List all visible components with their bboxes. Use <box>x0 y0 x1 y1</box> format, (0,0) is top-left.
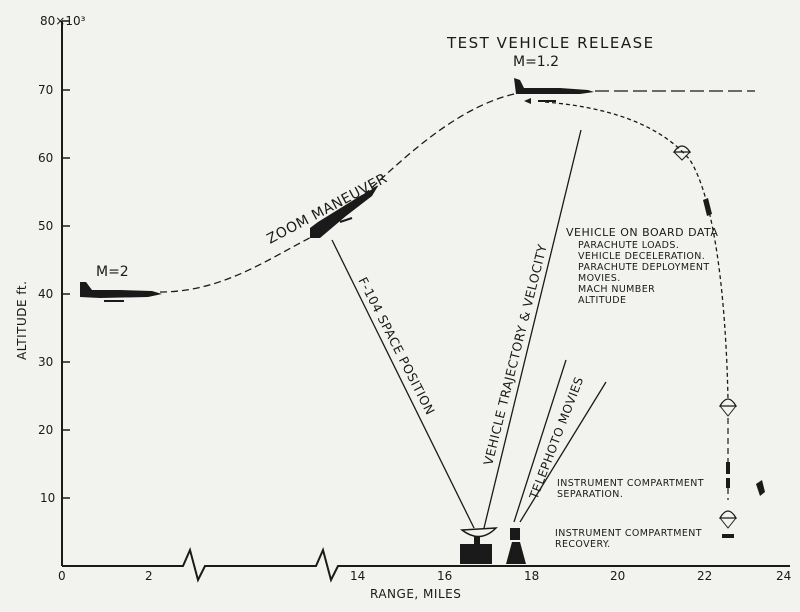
recovered-compartment-icon <box>722 534 734 538</box>
mach-1-2-label: M=1.2 <box>513 54 559 70</box>
onboard-item: VEHICLE DECELERATION. <box>578 251 705 262</box>
radar-dish-icon <box>459 527 498 564</box>
y-tick-60: 60 <box>38 151 53 165</box>
y-tick-50: 50 <box>38 219 53 233</box>
telephoto-line <box>519 381 607 523</box>
vehicle-descent-path <box>544 101 729 401</box>
onboard-item: ALTITUDE <box>578 295 626 306</box>
onboard-item: PARACHUTE LOADS. <box>578 240 679 251</box>
zoom-maneuver-label: ZOOM MANEUVER <box>264 170 390 247</box>
mach-2-label: M=2 <box>96 264 129 280</box>
f104-space-position-label: F-104 SPACE POSITION <box>355 275 438 418</box>
aircraft-icon <box>80 282 162 302</box>
parachute-icon <box>672 145 692 161</box>
aircraft-icon <box>514 78 594 104</box>
parachute-icon <box>718 398 738 417</box>
climb-flight-path <box>159 90 531 293</box>
onboard-data-heading: VEHICLE ON BOARD DATA <box>566 226 718 239</box>
separated-part-icon <box>756 480 765 496</box>
x-axis-line-with-breaks <box>62 546 790 583</box>
x-tick-16: 16 <box>437 569 452 583</box>
y-axis-label: ALTITUDE ft. <box>15 281 29 360</box>
y-top-label: 80×10³ <box>40 14 86 28</box>
instrument-compartment-icon <box>726 462 730 474</box>
separation-label-line2: SEPARATION. <box>557 489 623 500</box>
y-tick-10: 10 <box>40 491 55 505</box>
x-axis-label: RANGE, MILES <box>370 587 461 601</box>
recovery-label-line2: RECOVERY. <box>555 539 611 550</box>
x-tick-14: 14 <box>350 569 365 583</box>
x-tick-20: 20 <box>610 569 625 583</box>
telephoto-camera-icon <box>506 528 526 564</box>
onboard-item: MOVIES. <box>578 273 621 284</box>
axes <box>61 20 790 583</box>
aircraft-icon <box>310 186 378 238</box>
x-tick-22: 22 <box>697 569 712 583</box>
separation-label-line1: INSTRUMENT COMPARTMENT <box>557 478 704 489</box>
recovery-label-line1: INSTRUMENT COMPARTMENT <box>555 528 702 539</box>
y-tick-30: 30 <box>38 355 53 369</box>
y-tick-40: 40 <box>38 287 53 301</box>
vehicle-tracking-line <box>483 129 582 529</box>
f104-tracking-line <box>331 239 475 529</box>
parachute-icon <box>718 510 738 529</box>
onboard-item: PARACHUTE DEPLOYMENT <box>578 262 710 273</box>
instrument-compartment-icon <box>726 478 730 488</box>
diagram-title: TEST VEHICLE RELEASE <box>446 34 655 52</box>
telephoto-line <box>513 359 567 523</box>
y-tick-20: 20 <box>38 423 53 437</box>
onboard-item: MACH NUMBER <box>578 284 655 295</box>
x-tick-0: 0 <box>58 569 66 583</box>
x-tick-18: 18 <box>524 569 539 583</box>
test-vehicle-icon <box>703 198 712 216</box>
x-tick-24: 24 <box>776 569 791 583</box>
x-tick-2: 2 <box>145 569 153 583</box>
y-tick-70: 70 <box>38 83 53 97</box>
vehicle-trajectory-label: VEHICLE TRAJECTORY & VELOCITY <box>480 242 550 466</box>
